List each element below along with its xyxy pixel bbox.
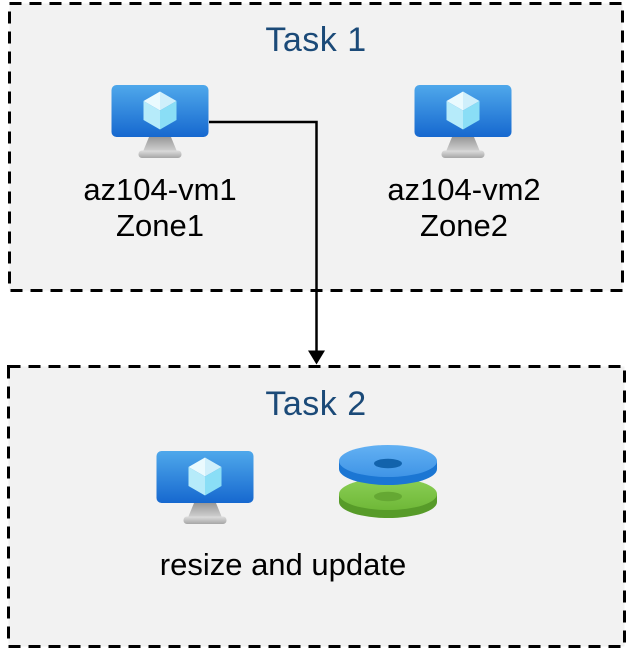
virtual-machine-icon — [413, 84, 513, 162]
vm1-label: az104-vm1 Zone1 — [60, 172, 260, 244]
task2-caption: resize and update — [159, 547, 407, 582]
task2-title: Task 2 — [265, 385, 367, 423]
managed-disks-icon — [333, 444, 443, 520]
vm1-zone: Zone1 — [116, 208, 204, 243]
vm2-name: az104-vm2 — [387, 172, 541, 207]
virtual-machine-icon — [155, 450, 255, 528]
vm1-name: az104-vm1 — [83, 172, 237, 207]
virtual-machine-icon — [110, 84, 210, 162]
arrowhead — [308, 350, 325, 365]
task2-box — [7, 365, 626, 648]
task1-title: Task 1 — [265, 21, 367, 59]
vm2-zone: Zone2 — [420, 208, 508, 243]
connector-arrow — [209, 120, 325, 365]
vm2-label: az104-vm2 Zone2 — [364, 172, 564, 244]
